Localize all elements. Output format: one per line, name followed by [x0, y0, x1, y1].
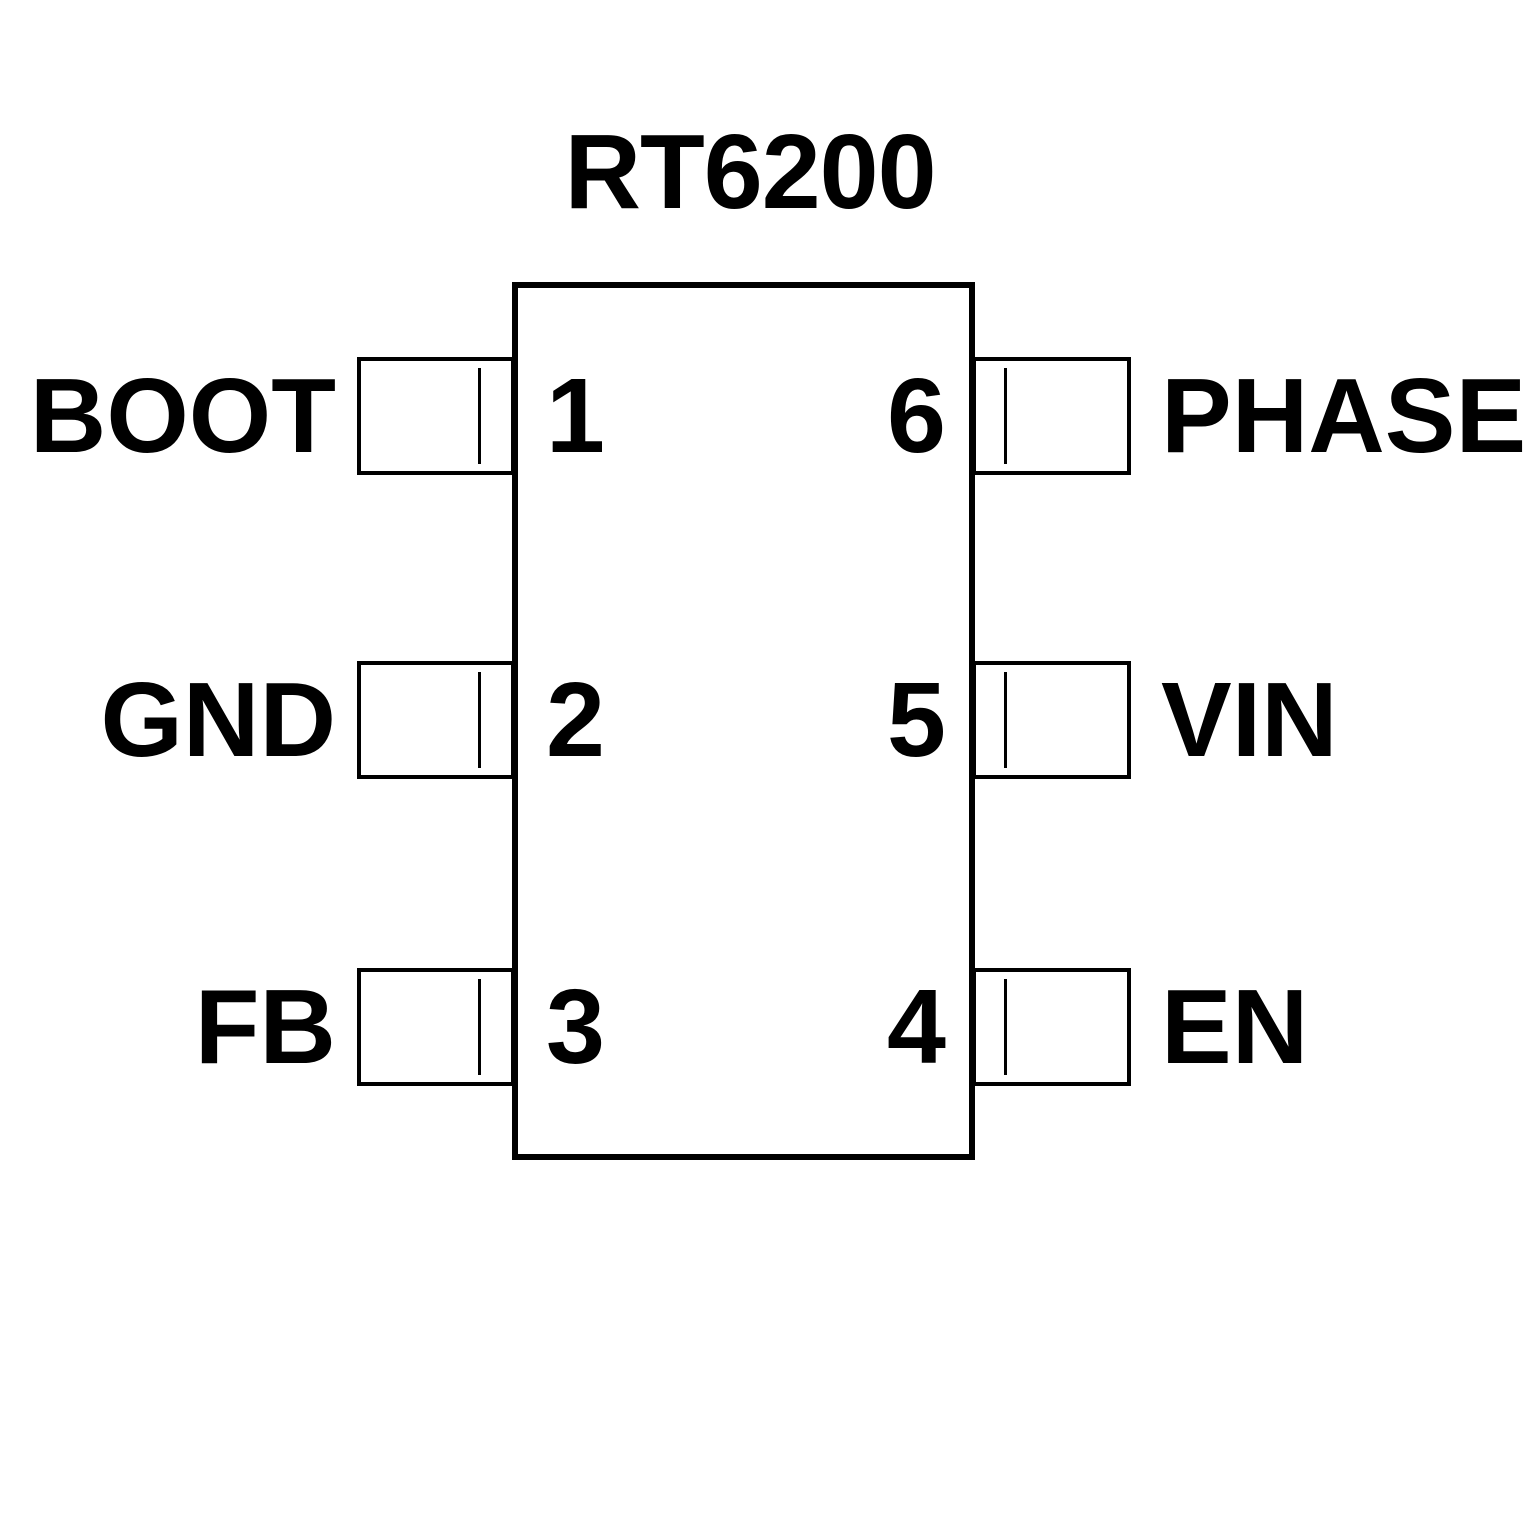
- pin-pad-5: [972, 661, 1131, 779]
- pin-lead-line: [478, 979, 481, 1075]
- pin-lead-line: [1004, 368, 1007, 464]
- pin-label-gnd: GND: [100, 661, 336, 779]
- pin-number-3: 3: [546, 968, 605, 1086]
- pin-number-6: 6: [887, 357, 946, 475]
- pin-lead-line: [1004, 672, 1007, 768]
- chip-title: RT6200: [564, 113, 936, 231]
- pin-number-1: 1: [546, 357, 605, 475]
- pin-lead-line: [478, 368, 481, 464]
- pin-pad-2: [357, 661, 515, 779]
- pin-number-5: 5: [887, 661, 946, 779]
- pin-pad-1: [357, 357, 515, 475]
- pin-lead-line: [1004, 979, 1007, 1075]
- pin-lead-line: [478, 672, 481, 768]
- chip-body: [512, 282, 975, 1160]
- pin-label-en: EN: [1161, 968, 1309, 1086]
- pin-pad-3: [357, 968, 515, 1086]
- pin-number-2: 2: [546, 661, 605, 779]
- pin-pad-6: [972, 357, 1131, 475]
- pin-number-4: 4: [887, 968, 946, 1086]
- pin-pad-4: [972, 968, 1131, 1086]
- pin-label-fb: FB: [194, 968, 336, 1086]
- pin-label-phase: PHASE: [1161, 357, 1527, 475]
- pin-label-boot: BOOT: [29, 357, 336, 475]
- pin-label-vin: VIN: [1161, 661, 1338, 779]
